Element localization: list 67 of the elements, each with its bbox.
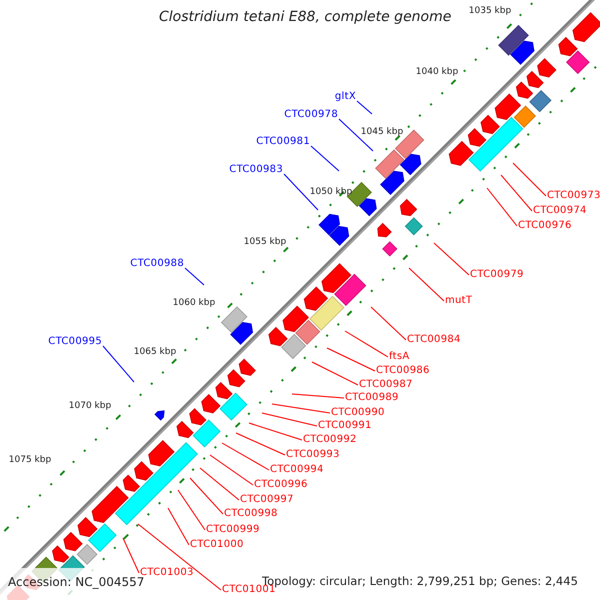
gene-label: CTC00994: [270, 465, 324, 475]
gene-label: CTC00981: [256, 137, 310, 147]
gene-label: CTC00995: [48, 337, 102, 347]
gene-label: CTC00973: [547, 191, 600, 201]
leader-line: [486, 188, 518, 226]
gene-label: CTC00983: [229, 165, 283, 175]
gene-label: CTC00998: [224, 509, 278, 519]
gene-label: CTC01001: [222, 585, 276, 595]
leader-line: [292, 394, 344, 398]
gene-label: CTC00988: [130, 259, 184, 269]
scale-label: 1065 kbp: [134, 348, 176, 356]
leader-line: [210, 454, 254, 486]
leader-line: [434, 242, 470, 276]
scale-label: 1055 kbp: [244, 238, 286, 246]
leader-line: [200, 468, 240, 500]
leader-line: [184, 268, 204, 286]
leader-line: [356, 100, 372, 114]
leader-line: [500, 174, 532, 212]
title: Clostridium tetani E88, complete genome: [159, 10, 452, 24]
leader-line: [408, 268, 444, 302]
leader-line: [512, 162, 546, 196]
gene-label: CTC00974: [533, 206, 587, 216]
scale-label: 1035 kbp: [468, 6, 512, 16]
gene-label: CTC00999: [206, 525, 260, 535]
gene-label: CTC00989: [345, 393, 399, 403]
gene-label: CTC00990: [331, 408, 385, 418]
leader-line: [122, 538, 140, 574]
gene-label: CTC00984: [407, 335, 461, 345]
accession-text: Accession: NC_004557: [8, 576, 144, 588]
leader-line: [168, 508, 190, 546]
gene-label: CTC01000: [190, 540, 244, 550]
leader-line: [272, 404, 330, 414]
gene-label: CTC01003: [140, 568, 194, 578]
scale-label: 1060 kbp: [172, 298, 216, 308]
leader-line: [190, 478, 224, 514]
gene-label: CTC00997: [240, 495, 294, 505]
scale-label: 1070 kbp: [68, 402, 112, 410]
leader-line: [102, 346, 134, 382]
scale-label: 1050 kbp: [310, 188, 352, 196]
gene-label: CTC00991: [318, 421, 372, 431]
leader-line: [344, 330, 388, 358]
leader-line: [248, 422, 302, 440]
gene-label: CTC00993: [286, 450, 340, 460]
scale-label: 1040 kbp: [416, 68, 458, 76]
gene-label: CTC00992: [303, 435, 357, 445]
scale-label: 1075 kbp: [8, 456, 52, 464]
gene-label: ftsA: [389, 352, 410, 362]
leader-line: [370, 306, 406, 340]
leader-line: [236, 432, 286, 456]
leader-line: [222, 442, 270, 470]
gene-label: CTC00987: [359, 380, 413, 390]
leader-line: [312, 362, 358, 386]
gene-label: CTC00976: [518, 221, 572, 231]
gene-label: CTC00978: [284, 110, 338, 120]
gene-label: mutT: [445, 296, 472, 306]
gene-label: CTC00986: [376, 366, 430, 376]
leader-line: [284, 174, 318, 210]
leader-line: [138, 524, 222, 590]
leader-line: [326, 348, 376, 372]
gene-label: CTC00979: [470, 270, 524, 280]
leader-line: [310, 146, 340, 172]
leader-line: [178, 490, 206, 530]
leader-line: [262, 412, 318, 426]
scale-label: 1045 kbp: [360, 128, 404, 136]
leader-line: [338, 118, 374, 152]
gene-label: CTC00996: [254, 480, 308, 490]
gene-label: gltX: [334, 92, 356, 102]
